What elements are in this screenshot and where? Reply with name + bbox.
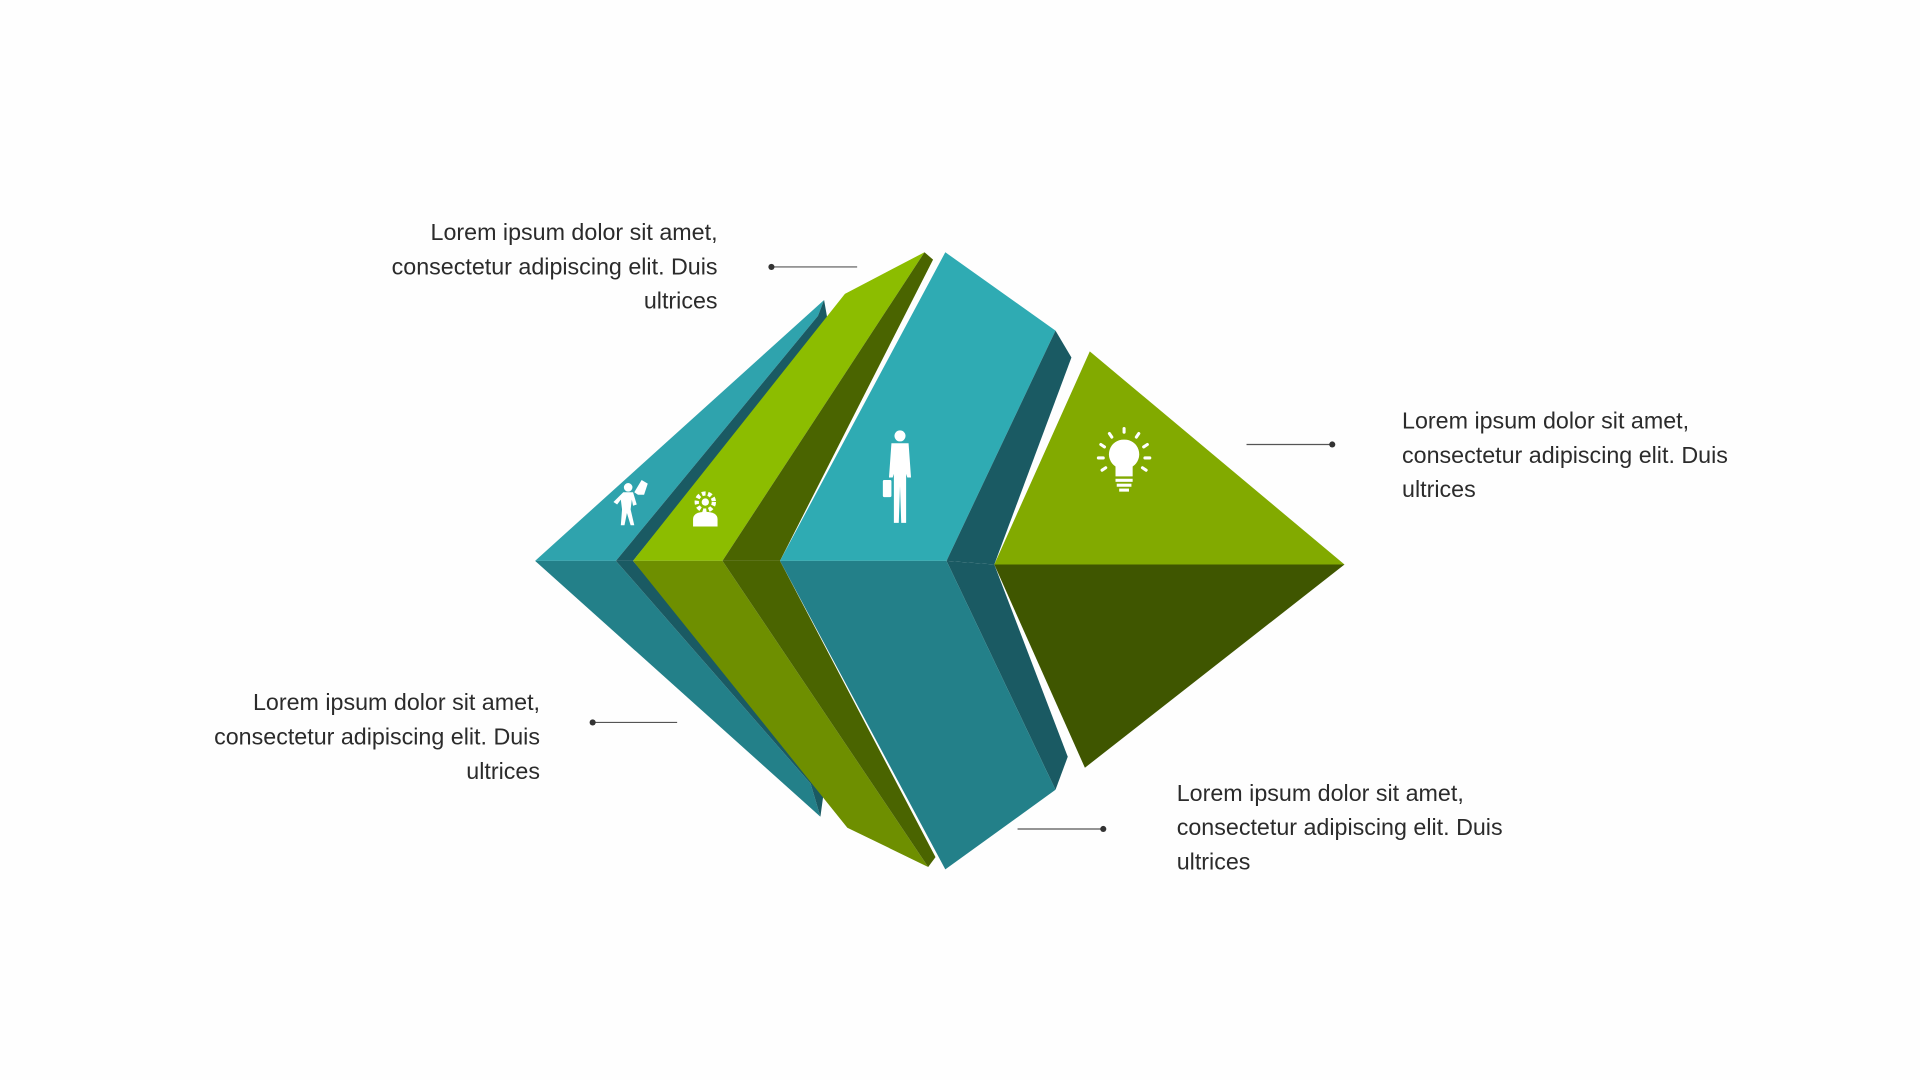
segment-2-green — [633, 252, 936, 867]
segment-4-top-face — [994, 351, 1345, 565]
businessman-celebrating-icon — [613, 480, 648, 526]
segment-2-edge-bottom — [722, 560, 936, 867]
connector-3 — [589, 719, 678, 726]
segment-4-green-right — [994, 351, 1345, 768]
businessman-briefcase-icon — [882, 430, 912, 523]
segment-2-bottom-face — [633, 560, 929, 867]
segment-3-teal-center — [780, 252, 1072, 870]
text-line: Lorem ipsum dolor sit amet, — [1176, 781, 1464, 807]
text-block-3: Lorem ipsum dolor sit amet, consectetur … — [214, 687, 540, 790]
connector-2 — [1246, 441, 1336, 448]
segment-1-bottom-face — [535, 560, 821, 817]
text-block-2: Lorem ipsum dolor sit amet, consectetur … — [1402, 405, 1728, 508]
text-line: consectetur adipiscing elit. Duis — [391, 254, 718, 281]
text-line: consectetur adipiscing elit. Duis — [1176, 815, 1503, 842]
segment-3-bottom-face — [780, 560, 1056, 870]
connector-1 — [768, 263, 858, 271]
segment-2-edge-top — [722, 252, 934, 561]
text-line: consectetur adipiscing elit. Duis — [1402, 443, 1728, 469]
segment-2-top-face — [633, 252, 925, 561]
segment-4-bottom-face — [994, 564, 1345, 768]
text-line: consectetur adipiscing elit. Duis — [214, 724, 541, 751]
text-line: Lorem ipsum dolor sit amet, — [252, 690, 541, 717]
segment-3-side-top — [946, 330, 1072, 565]
text-block-1: Lorem ipsum dolor sit amet, consectetur … — [392, 217, 718, 320]
person-gear-icon — [693, 491, 718, 527]
text-line: Lorem ipsum dolor sit amet, — [1402, 408, 1690, 435]
text-line: ultrices — [643, 288, 718, 315]
text-line: ultrices — [466, 759, 541, 785]
lightbulb-icon — [1096, 427, 1152, 492]
segment-3-side-bottom — [946, 560, 1068, 790]
text-line: ultrices — [1402, 477, 1476, 504]
text-block-4: Lorem ipsum dolor sit amet, consectetur … — [1177, 778, 1503, 881]
connector-4 — [1017, 825, 1107, 833]
text-line: Lorem ipsum dolor sit amet, — [430, 220, 718, 247]
text-line: ultrices — [1176, 849, 1251, 876]
segment-3-top-face — [780, 252, 1056, 561]
